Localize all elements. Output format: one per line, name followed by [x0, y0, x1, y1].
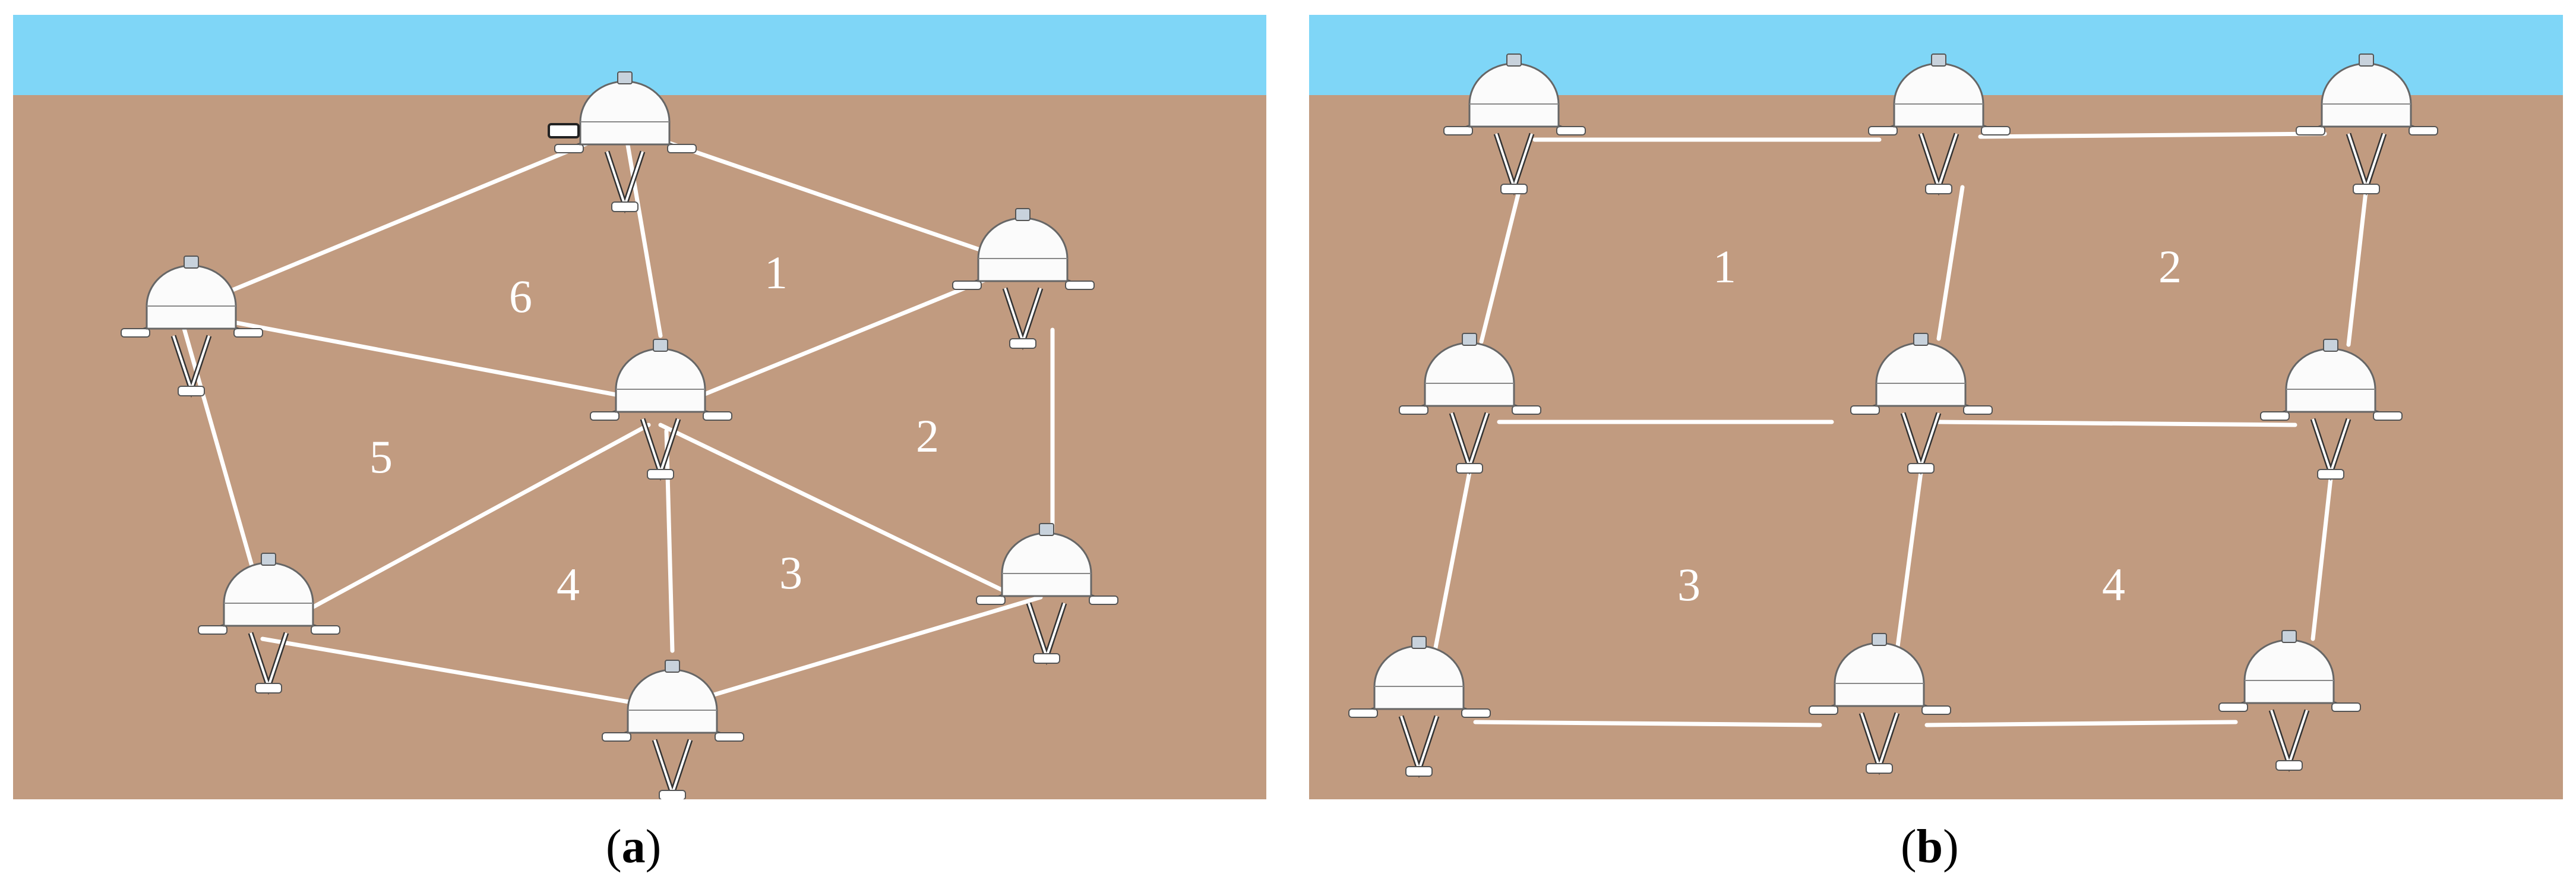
region-label: 4 [2102, 559, 2125, 610]
link [622, 125, 663, 338]
panel-b-grid-network: 1 2 3 4 [1309, 15, 2563, 799]
network-links [1431, 131, 2369, 727]
region-labels: 1 2 3 4 5 6 [369, 247, 939, 610]
link [2346, 185, 2369, 347]
link [1978, 131, 2327, 139]
link [2311, 476, 2333, 641]
region-label: 5 [369, 431, 393, 483]
link [177, 310, 621, 398]
panel-b-diagram: 1 2 3 4 [1309, 15, 2563, 799]
region-label: 3 [779, 547, 802, 598]
link [1936, 420, 2297, 427]
link [658, 423, 1007, 594]
sensor-box [548, 123, 580, 138]
region-label: 2 [2158, 241, 2182, 292]
seabed [1309, 95, 2563, 799]
region-label: 4 [557, 559, 580, 610]
region-label: 1 [764, 247, 788, 298]
link [177, 125, 627, 314]
sea-surface [13, 15, 1266, 95]
link [1936, 185, 1965, 341]
region-label: 6 [509, 270, 532, 322]
link [260, 636, 645, 707]
link [1431, 470, 1472, 659]
link [1479, 185, 1522, 344]
panel-a-diagram: 1 2 3 4 5 6 [13, 15, 1266, 799]
link [177, 310, 265, 606]
region-label: 1 [1713, 241, 1736, 292]
link [1895, 470, 1923, 653]
link [664, 428, 675, 653]
caption-a: (a) [606, 821, 662, 873]
link [700, 595, 1043, 701]
region-label: 2 [916, 410, 939, 462]
region-label: 3 [1677, 559, 1701, 610]
panel-a-triangular-network: 1 2 3 4 5 6 [13, 15, 1266, 799]
link [1924, 720, 2238, 727]
region-labels: 1 2 3 4 [1677, 241, 2182, 610]
link [1473, 720, 1822, 727]
link [296, 423, 651, 617]
caption-b: (b) [1901, 821, 1959, 873]
